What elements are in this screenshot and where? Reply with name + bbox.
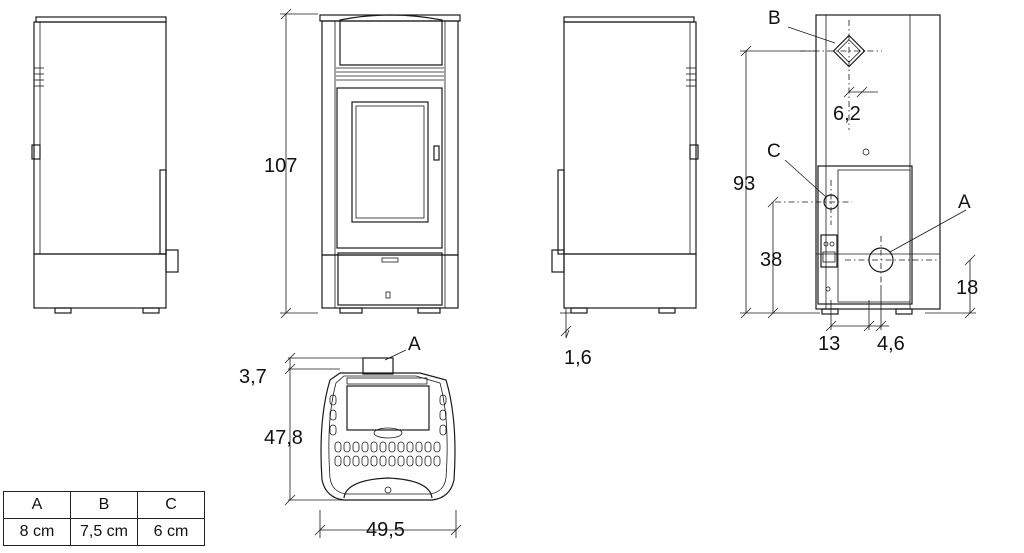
air-slots bbox=[329, 394, 447, 467]
label-offset-4-6: 4,6 bbox=[877, 333, 905, 355]
marker-c: C bbox=[767, 141, 781, 162]
label-offset-13: 13 bbox=[818, 333, 840, 355]
table-value-a: 8 cm bbox=[3, 518, 71, 546]
side-view-left bbox=[31, 16, 179, 314]
label-offset-6-2: 6,2 bbox=[833, 103, 861, 125]
table-header-c: C bbox=[137, 491, 205, 519]
front-view bbox=[319, 14, 461, 314]
marker-b: B bbox=[768, 8, 781, 29]
dimension-107 bbox=[280, 8, 318, 319]
label-outlet-height-18: 18 bbox=[956, 277, 978, 299]
marker-a-back: A bbox=[958, 192, 971, 213]
side-view-right bbox=[551, 16, 699, 339]
table-header-a: A bbox=[3, 491, 71, 519]
marker-a-top: A bbox=[408, 334, 421, 355]
table-value-b: 7,5 cm bbox=[70, 518, 138, 546]
label-width-49-5: 49,5 bbox=[366, 519, 405, 541]
label-height-107: 107 bbox=[264, 155, 297, 177]
label-inlet-height-38: 38 bbox=[760, 249, 782, 271]
label-top-depth-3-7: 3,7 bbox=[239, 366, 267, 388]
label-foot-1-6: 1,6 bbox=[564, 347, 592, 369]
label-depth-47-8: 47,8 bbox=[264, 427, 303, 449]
label-flue-height-93: 93 bbox=[733, 173, 755, 195]
table-value-c: 6 cm bbox=[137, 518, 205, 546]
table-header-row: A B C bbox=[3, 491, 205, 519]
table-header-b: B bbox=[70, 491, 138, 519]
top-view bbox=[284, 349, 462, 538]
connection-size-table: A B C 8 cm 7,5 cm 6 cm bbox=[3, 491, 205, 546]
table-value-row: 8 cm 7,5 cm 6 cm bbox=[3, 518, 205, 546]
back-dimensions bbox=[740, 26, 976, 332]
back-view bbox=[775, 14, 941, 315]
